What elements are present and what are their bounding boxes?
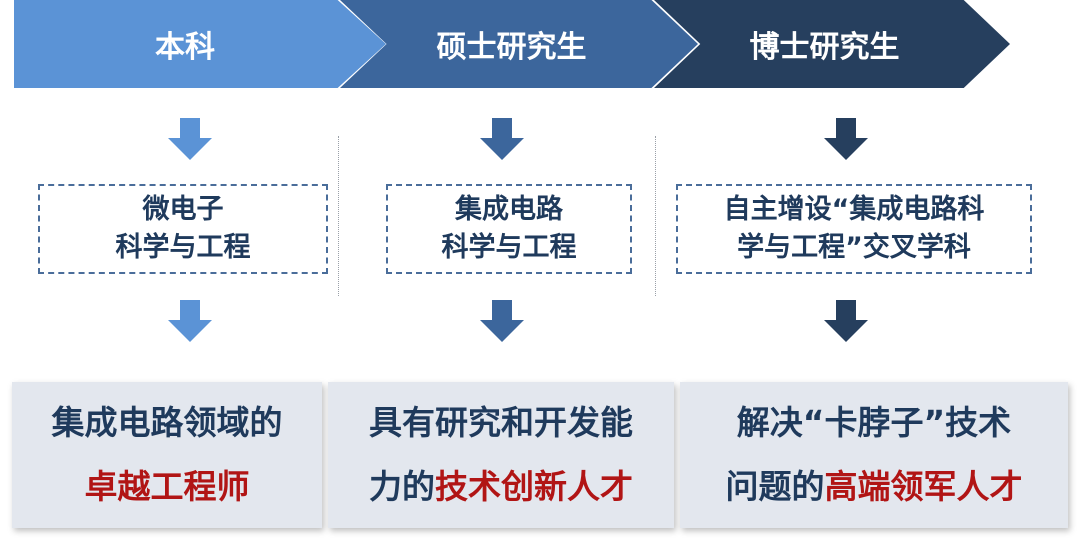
stage-chevron-doctoral: 博士研究生 (654, 0, 1010, 88)
outcome-line: 集成电路领域的 (51, 403, 283, 442)
down-arrow-icon (168, 118, 212, 162)
program-line: 自主增设“集成电路科 (723, 194, 985, 225)
stage-chevron-masters: 硕士研究生 (340, 0, 698, 88)
outcome-prefix: 力的 (369, 467, 435, 506)
outcome-line: 卓越工程师 (85, 455, 250, 519)
program-line: 科学与工程 (441, 232, 577, 263)
outcome-line: 解决“卡脖子”技术 (736, 403, 1012, 442)
down-arrow-icon (480, 118, 524, 162)
program-box-doctoral: 自主增设“集成电路科 学与工程”交叉学科 (676, 184, 1032, 274)
outcome-line: 具有研究和开发能 (369, 403, 633, 442)
program-box-undergraduate: 微电子 科学与工程 (38, 184, 328, 274)
outcome-line: 力的技术创新人才 (369, 455, 633, 519)
program-line: 微电子 (142, 194, 224, 225)
outcome-box-undergraduate: 集成电路领域的 卓越工程师 (12, 382, 322, 528)
stage-title-masters: 硕士研究生 (436, 30, 587, 65)
outcome-highlight: 高端领军人才 (824, 467, 1023, 506)
outcome-prefix: 问题的 (725, 467, 825, 506)
outcome-highlight: 技术创新人才 (435, 467, 633, 506)
outcome-line: 问题的高端领军人才 (726, 455, 1023, 519)
stage-chevron-undergraduate: 本科 (14, 0, 386, 88)
outcome-highlight: 卓越工程师 (84, 467, 250, 506)
outcome-box-masters: 具有研究和开发能 力的技术创新人才 (328, 382, 674, 528)
column-divider (338, 136, 339, 296)
down-arrow-icon (824, 118, 868, 162)
program-box-masters: 集成电路 科学与工程 (386, 184, 632, 274)
down-arrow-icon (824, 300, 868, 344)
stage-title-doctoral: 博士研究生 (749, 30, 900, 65)
stage-title-undergraduate: 本科 (155, 30, 215, 65)
column-divider (655, 136, 656, 296)
outcome-box-doctoral: 解决“卡脖子”技术 问题的高端领军人才 (680, 382, 1068, 528)
down-arrow-icon (480, 300, 524, 344)
program-line: 学与工程”交叉学科 (737, 232, 971, 263)
program-line: 集成电路 (455, 194, 563, 225)
program-line: 科学与工程 (115, 232, 251, 263)
down-arrow-icon (168, 300, 212, 344)
